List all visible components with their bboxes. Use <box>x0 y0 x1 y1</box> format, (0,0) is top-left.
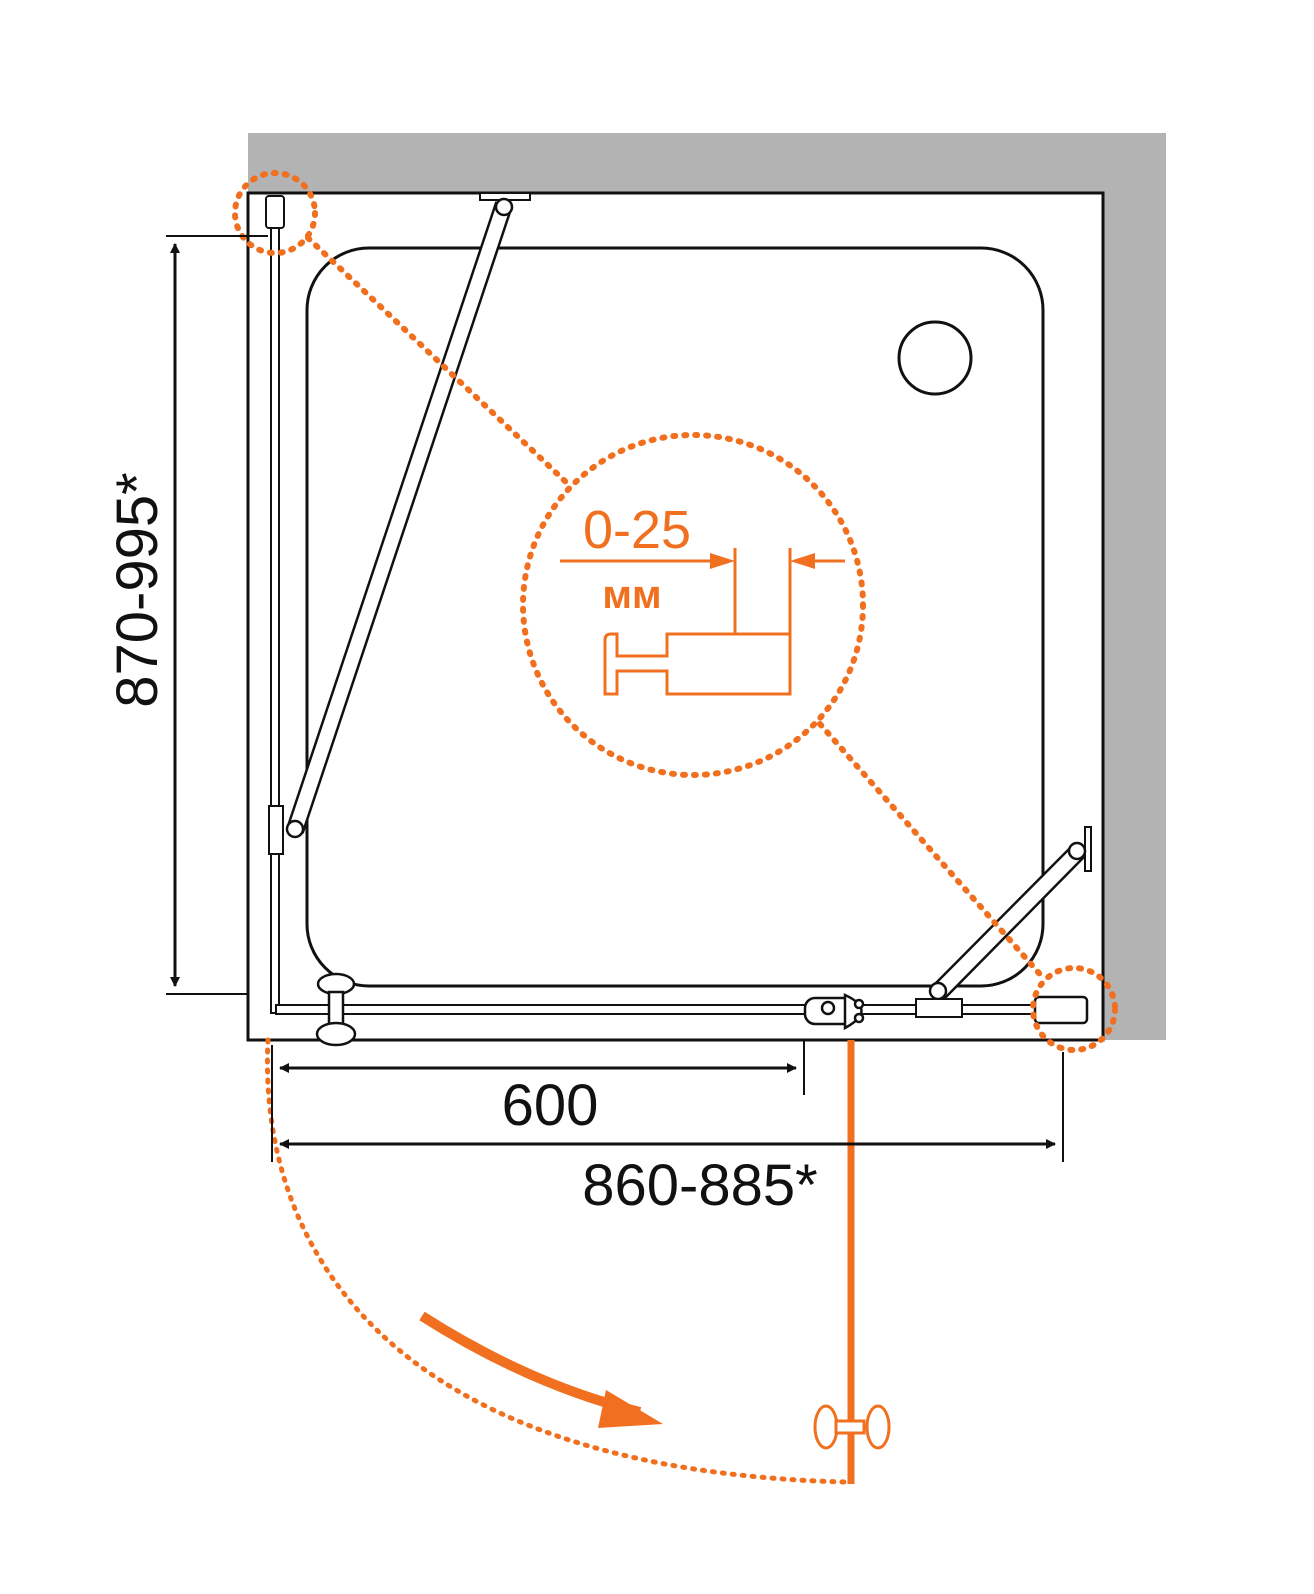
shower-tray-basin <box>305 246 1045 988</box>
total-width-label: 860-885* <box>582 1153 817 1218</box>
depth-label: 870-995* <box>105 472 170 707</box>
detail-callout <box>232 170 1118 1053</box>
wall <box>248 133 1166 1040</box>
door-handle-icon <box>315 972 357 1047</box>
stabilizer-bar-right <box>915 826 1092 1018</box>
adjustment-range-label: 0-25 <box>583 500 691 560</box>
hinge-icon <box>803 993 865 1031</box>
adjustment-unit-label: мм <box>602 573 661 617</box>
stabilizer-bar-left <box>285 192 531 839</box>
drain-icon <box>897 320 973 396</box>
dimension-lines <box>166 235 1064 1162</box>
front-glass-panel <box>275 995 1089 1025</box>
door-width-label: 600 <box>502 1073 599 1138</box>
profile-detail <box>560 548 845 696</box>
open-door-handle-icon <box>813 1404 891 1450</box>
